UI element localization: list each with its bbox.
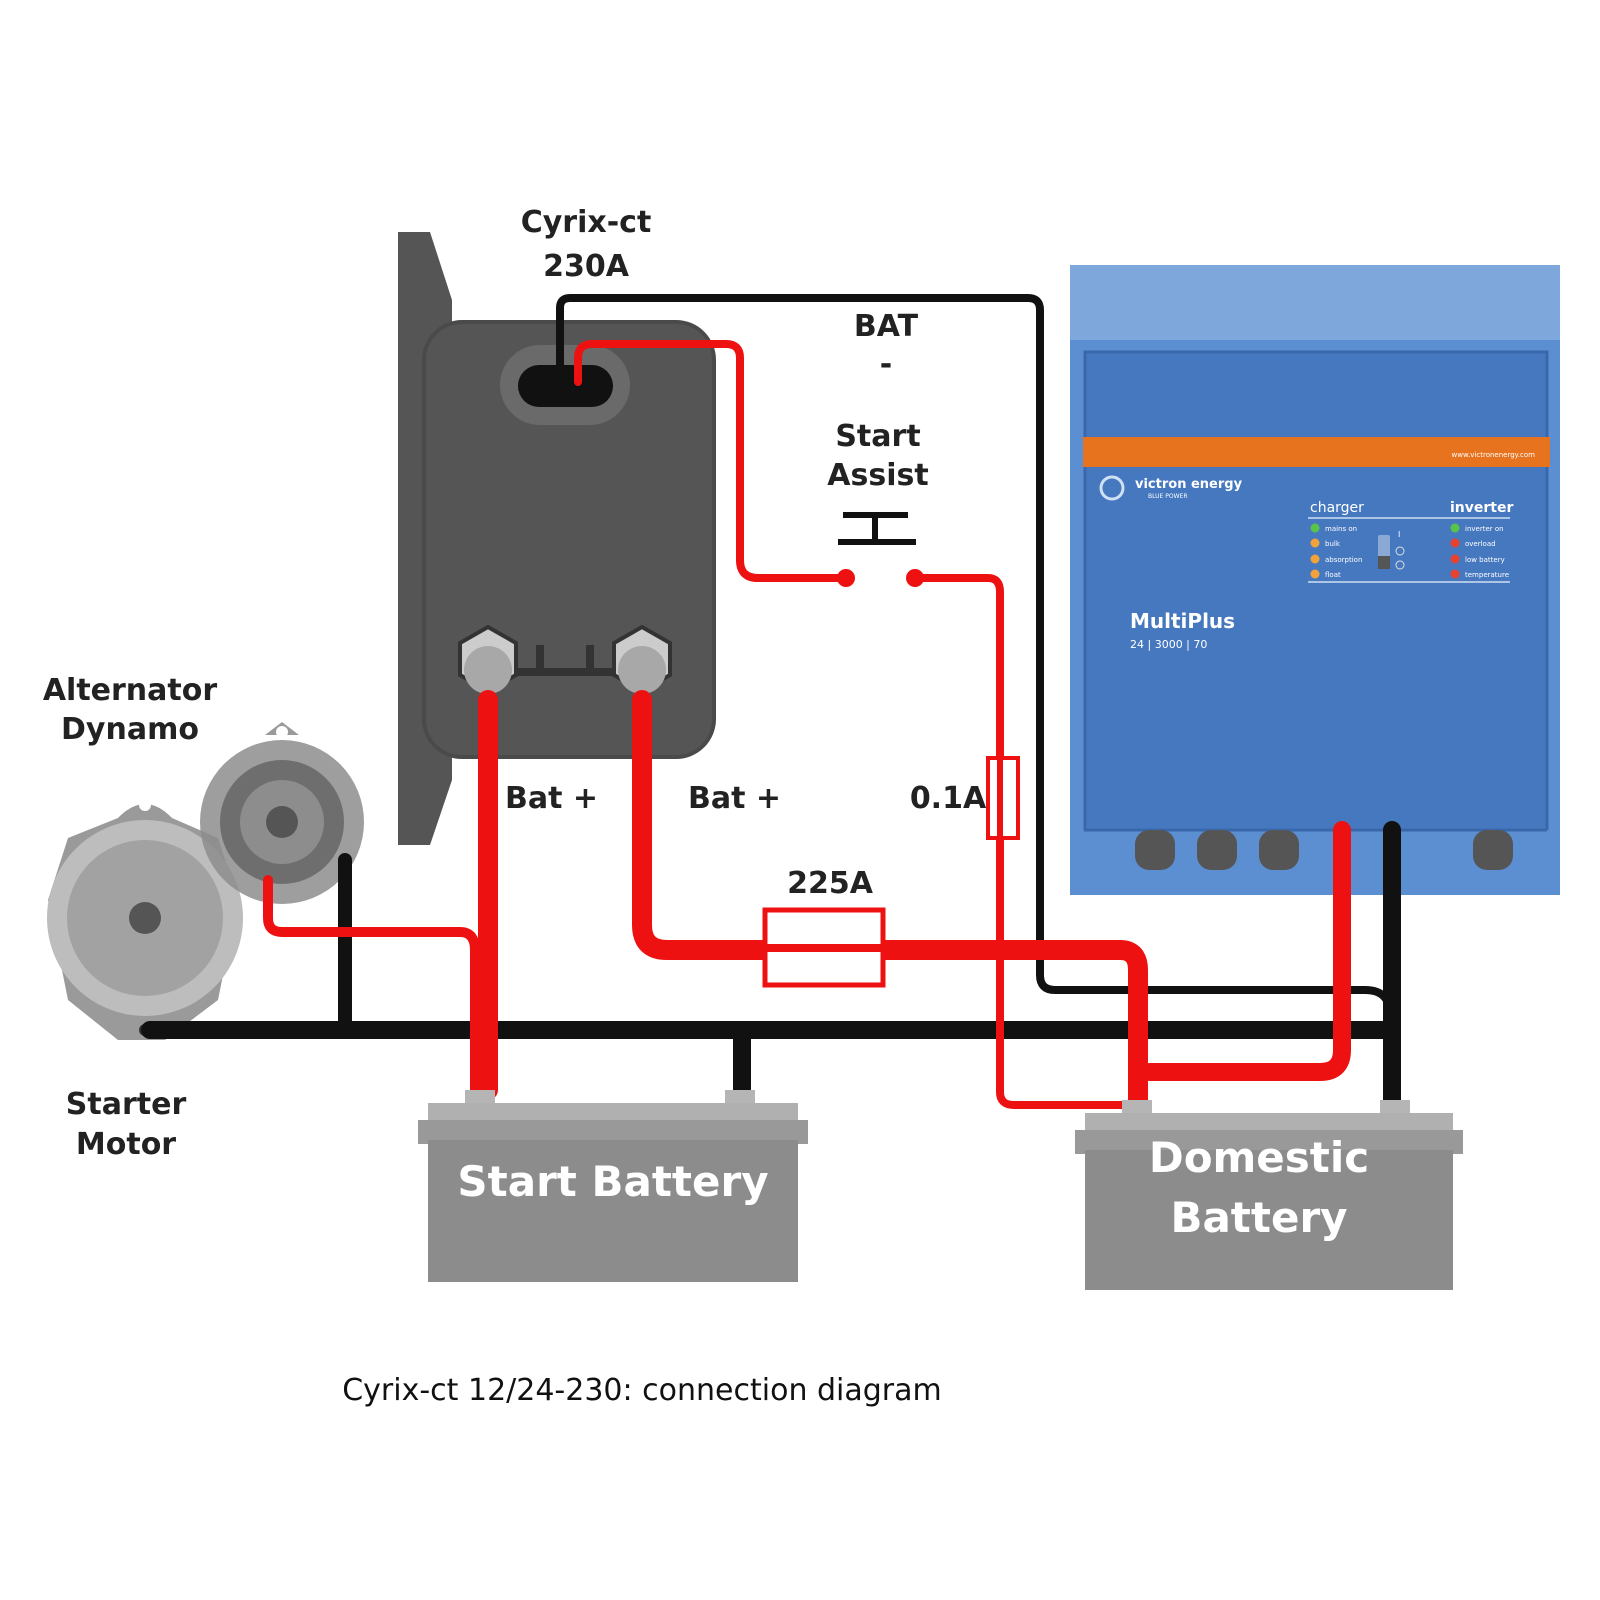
switch-off-icon — [1395, 546, 1405, 556]
wire-alternator-ground — [338, 853, 362, 1037]
wire-alternator-positive — [263, 875, 480, 1095]
inverter-led-label: overload — [1465, 540, 1496, 548]
negative-wiring — [141, 294, 1401, 1119]
alternator — [200, 722, 364, 904]
relay-control-port — [518, 365, 613, 407]
charger-led-label: absorption — [1325, 556, 1362, 564]
multiplus-unit: www.victronenergy.com victron energy BLU… — [1070, 265, 1560, 895]
main-fuse-label: 225A — [787, 866, 874, 901]
starter-label-line1: Starter — [66, 1087, 187, 1122]
led-inverter-on-icon — [1450, 523, 1460, 533]
switch-charger-only-icon — [1395, 560, 1405, 570]
multiplus-url: www.victronenergy.com — [1452, 451, 1536, 459]
led-absorption-icon — [1310, 554, 1320, 564]
cable-glands — [1135, 830, 1513, 870]
bat-plus-left-label: Bat + — [505, 781, 598, 816]
led-mains-on-icon — [1310, 523, 1320, 533]
led-low-battery-icon — [1450, 554, 1460, 564]
starter-label-line2: Motor — [76, 1127, 176, 1162]
alternator-label-line2: Dynamo — [61, 712, 199, 747]
wire-control-to-start-assist — [574, 340, 850, 582]
start-battery: Start Battery — [418, 1090, 808, 1282]
control-fuse-label: 0.1A — [910, 781, 987, 816]
start-assist-label-line2: Assist — [827, 458, 928, 493]
starter-motor — [47, 799, 243, 1040]
charger-led-label: bulk — [1325, 540, 1341, 548]
led-float-icon — [1310, 569, 1320, 579]
charger-panel-title: charger — [1310, 500, 1364, 516]
inverter-panel-title: inverter — [1450, 500, 1513, 516]
wire-multiplus-positive — [1141, 821, 1351, 1081]
cyrix-relay — [398, 232, 716, 845]
led-temperature-icon — [1450, 569, 1460, 579]
victron-logo-icon — [1099, 475, 1125, 501]
wire-start-assist-to-domestic — [911, 574, 1134, 1109]
relay-terminal-left — [458, 624, 518, 694]
inverter-led-label: low battery — [1465, 556, 1505, 564]
wire-bat-minus-control — [556, 294, 1394, 1034]
inverter-led-label: inverter on — [1465, 525, 1504, 533]
multiplus-switch[interactable]: I — [1378, 530, 1405, 570]
svg-text:I: I — [1398, 530, 1400, 539]
multiplus-brand-sub: BLUE POWER — [1148, 493, 1187, 500]
inverter-led-list: inverter on overload low battery tempera… — [1450, 523, 1509, 579]
multiplus-model: MultiPlus — [1130, 609, 1235, 633]
bat-minus-label-line1: BAT — [854, 309, 919, 344]
domestic-battery: Domestic Battery — [1075, 1100, 1463, 1290]
led-overload-icon — [1450, 538, 1460, 548]
positive-wiring — [263, 340, 1351, 1110]
start-assist-label-line1: Start — [835, 419, 920, 454]
multiplus-brand: victron energy — [1135, 477, 1243, 492]
led-bulk-icon — [1310, 538, 1320, 548]
wire-relay-to-domestic — [632, 690, 1148, 1110]
charger-led-list: mains on bulk absorption float — [1310, 523, 1362, 579]
multiplus-spec: 24 | 3000 | 70 — [1130, 638, 1207, 651]
multiplus-orange-band — [1083, 437, 1550, 467]
bat-minus-label-line2: - — [880, 347, 892, 382]
start-battery-label: Start Battery — [457, 1157, 768, 1206]
inverter-led-label: temperature — [1465, 571, 1509, 579]
charger-led-label: mains on — [1325, 525, 1357, 533]
charger-led-label: float — [1325, 571, 1341, 579]
cyrix-rating-label: 230A — [543, 249, 630, 284]
cyrix-name-label: Cyrix-ct — [521, 205, 652, 240]
bat-plus-right-label: Bat + — [688, 781, 781, 816]
diagram-caption: Cyrix-ct 12/24-230: connection diagram — [342, 1373, 942, 1408]
domestic-battery-label-line1: Domestic — [1149, 1133, 1369, 1182]
alternator-label-line1: Alternator — [43, 673, 218, 708]
start-assist-button[interactable] — [837, 512, 924, 587]
domestic-battery-label-line2: Battery — [1170, 1193, 1347, 1242]
relay-terminal-right — [612, 624, 672, 694]
